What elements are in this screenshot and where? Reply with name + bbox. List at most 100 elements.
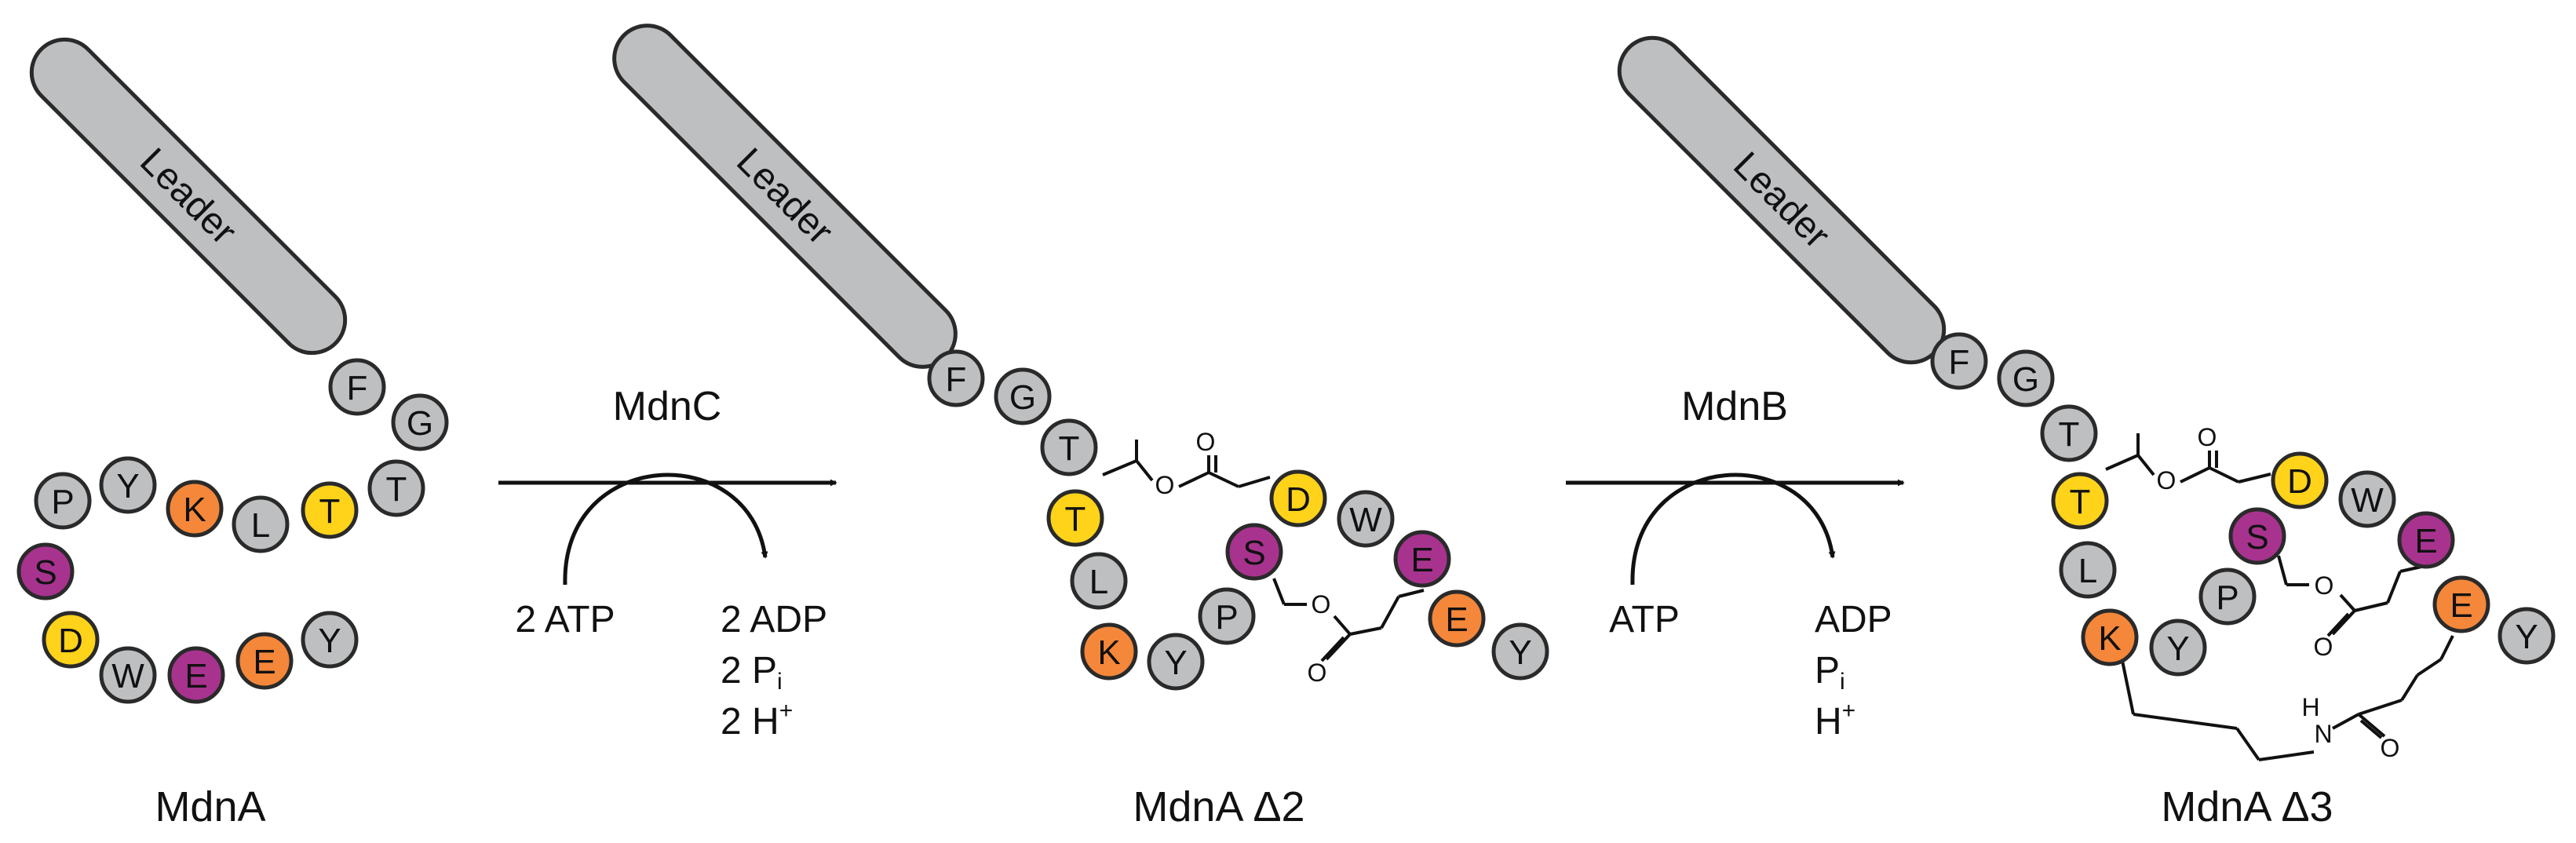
residue-letter: S (34, 553, 57, 592)
panel-title-mdna-delta3: MdnA Δ3 (2161, 783, 2333, 830)
residue-letter: K (183, 491, 206, 529)
oxygen-atom: O (2198, 423, 2217, 451)
residue-letter: T (2070, 483, 2091, 521)
residue-circle (391, 393, 449, 451)
residue-t: T (2040, 404, 2098, 462)
residue-y: Y (99, 456, 157, 514)
residue-letter: P (51, 483, 74, 521)
residue-t: T (367, 459, 425, 517)
panel-mdna-delta3: Leader (1617, 35, 2556, 830)
residue-circle (301, 481, 359, 539)
residue-circle (1337, 490, 1395, 548)
residue-p: P (34, 472, 92, 530)
residue-letter: S (2246, 518, 2268, 557)
product-line: 2 Pi (721, 650, 783, 695)
residue-letter: Y (2166, 630, 2189, 668)
residue-circle (2081, 608, 2139, 666)
residue-letter: L (1089, 563, 1108, 601)
residue-circle (1225, 523, 1283, 581)
leader-peptide: Leader (29, 37, 348, 356)
cofactor-input: ATP (1609, 599, 1680, 640)
residue-circle (2397, 511, 2455, 569)
residue-g: G (391, 393, 449, 451)
residue-l: L (1070, 552, 1128, 610)
residue-circle (2051, 472, 2109, 530)
residue-f: F (1930, 332, 1988, 390)
residue-circle (16, 542, 75, 600)
residue-circle (1491, 622, 1549, 681)
residue-circle (2228, 507, 2286, 565)
leader-peptide: Leader (612, 24, 958, 369)
residue-f: F (328, 358, 386, 416)
residue-y: Y (2498, 607, 2556, 665)
residue-letter: W (2351, 481, 2384, 520)
product-line: H+ (1815, 698, 1855, 743)
linkage-atoms: O O O O N H O (2157, 423, 2400, 762)
residue-s: S (2228, 507, 2286, 565)
residue-circle (1930, 332, 1988, 390)
residue-circle (1080, 622, 1138, 681)
residue-w: W (1337, 490, 1395, 548)
residue-circle (34, 472, 92, 530)
residue-letter: Y (1164, 644, 1187, 682)
reaction-mdnb: MdnB ATP ADP Pi H+ (1566, 384, 1905, 743)
cofactor-curved-arrow (563, 473, 768, 586)
panel-title-mdna: MdnA (155, 783, 265, 830)
residue-letter: Y (116, 467, 139, 505)
residue-letter: K (1097, 633, 1120, 672)
residue-g: G (994, 367, 1052, 425)
residue-l: L (232, 495, 290, 553)
residue-letter: Y (1509, 633, 1531, 672)
residue-y: Y (1491, 622, 1549, 681)
residue-circle (2059, 541, 2117, 599)
residue-letter: E (1445, 600, 1468, 639)
residue-d: D (2271, 451, 2329, 509)
residue-circle (301, 611, 359, 669)
residue-circle (1040, 418, 1098, 476)
residue-circle (1147, 633, 1205, 691)
residue-circle (1393, 530, 1451, 588)
residue-y: Y (301, 611, 359, 669)
residue-circle (994, 367, 1052, 425)
residue-letter: W (1349, 501, 1382, 539)
residue-letter: G (407, 404, 433, 443)
residue-e: E (1428, 589, 1486, 648)
panel-title-mdna-delta2: MdnA Δ2 (1133, 783, 1304, 830)
residue-y: Y (1147, 633, 1205, 691)
residue-circle (2198, 567, 2257, 626)
residue-letter: E (184, 657, 207, 695)
residue-t: T (2051, 472, 2109, 530)
leader-peptide: Leader (1617, 35, 1947, 365)
residue-letter: E (2414, 522, 2437, 560)
residue-circle (328, 358, 386, 416)
enzyme-label: MdnC (613, 384, 722, 429)
residue-circle (2040, 404, 2098, 462)
residue-d: D (1269, 469, 1327, 527)
oxygen-atom: O (1196, 428, 1216, 456)
residue-letter: W (111, 657, 144, 695)
ester-and-amide-linkages (2105, 433, 2454, 761)
oxygen-atom: O (2381, 734, 2400, 762)
product-line: ADP (1815, 599, 1892, 640)
residue-circle (1428, 589, 1486, 648)
residue-letter: G (1009, 378, 1036, 417)
residue-letter: D (2287, 462, 2312, 501)
hydrogen-atom: H (2301, 693, 2319, 721)
residue-circle (1046, 489, 1104, 547)
residue-e: E (2397, 511, 2455, 569)
residue-y: Y (2149, 619, 2207, 677)
residue-letter: T (2059, 415, 2080, 454)
residue-t: T (301, 481, 359, 539)
oxygen-atom: O (2157, 466, 2176, 494)
residue-letter: E (2450, 586, 2472, 625)
residue-circle (2149, 619, 2207, 677)
residue-circle (99, 646, 157, 704)
residue-letter: G (2012, 360, 2039, 399)
residue-letter: L (251, 506, 270, 545)
residue-letter: E (253, 643, 275, 681)
residue-letter: F (946, 360, 967, 399)
